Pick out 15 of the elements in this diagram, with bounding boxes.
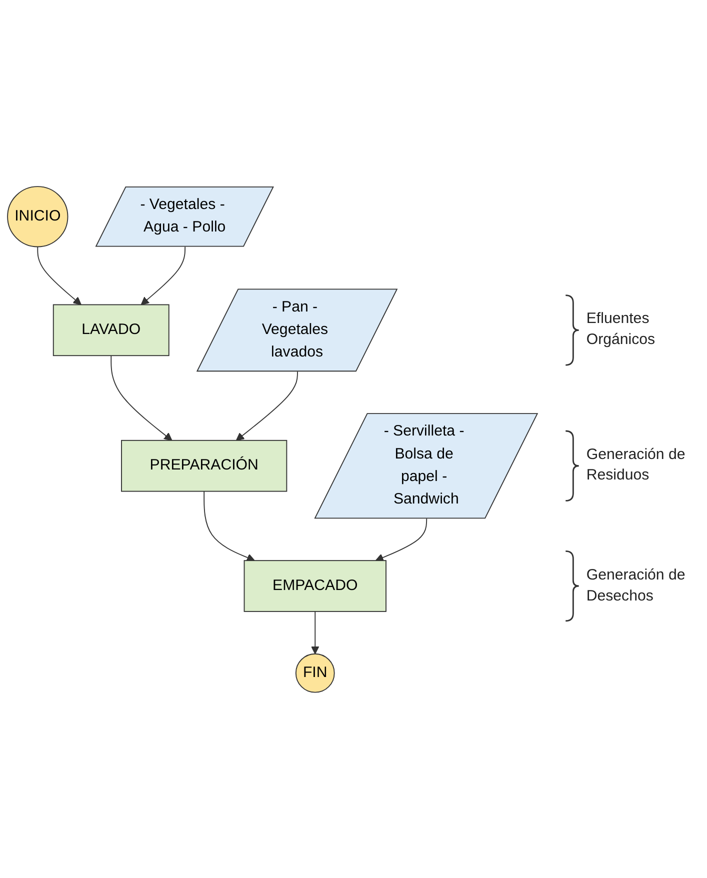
arrow — [37, 246, 82, 305]
node-box: EMPACADO — [244, 560, 386, 612]
annotation-text: Generación de Residuos — [586, 445, 686, 486]
node-circle: FIN — [295, 652, 335, 692]
node-box: PREPARACIÓN — [121, 440, 288, 492]
arrow — [310, 610, 320, 654]
annotation-text: Generación de Desechos — [586, 565, 686, 606]
node-box: LAVADO — [52, 304, 170, 356]
arrow — [236, 370, 298, 440]
node-circle: INICIO — [7, 186, 68, 247]
arrow — [110, 354, 172, 440]
annotation-text: Efluentes Orgánicos — [586, 310, 656, 350]
arrow — [204, 490, 255, 562]
arrow — [375, 518, 428, 562]
arrow — [140, 246, 186, 305]
